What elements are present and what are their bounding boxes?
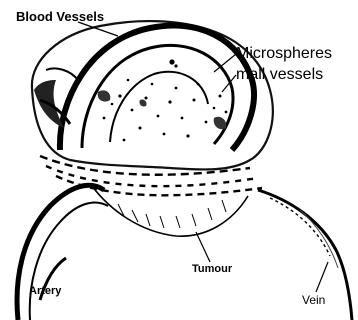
- leader-tumour: [196, 232, 210, 262]
- label-small-vessels: mall vessels: [236, 67, 323, 83]
- label-microspheres: Microspheres: [236, 46, 332, 62]
- label-artery: Artery: [29, 286, 61, 297]
- vessel-arch-third: [110, 72, 208, 142]
- lower-tumour-body: [92, 186, 248, 236]
- label-tumour: Tumour: [192, 264, 232, 275]
- lower-hatching: [118, 200, 226, 228]
- label-vein: Vein: [302, 294, 325, 306]
- leader-vein: [316, 262, 328, 292]
- label-blood-vessels: Blood Vessels: [16, 10, 104, 23]
